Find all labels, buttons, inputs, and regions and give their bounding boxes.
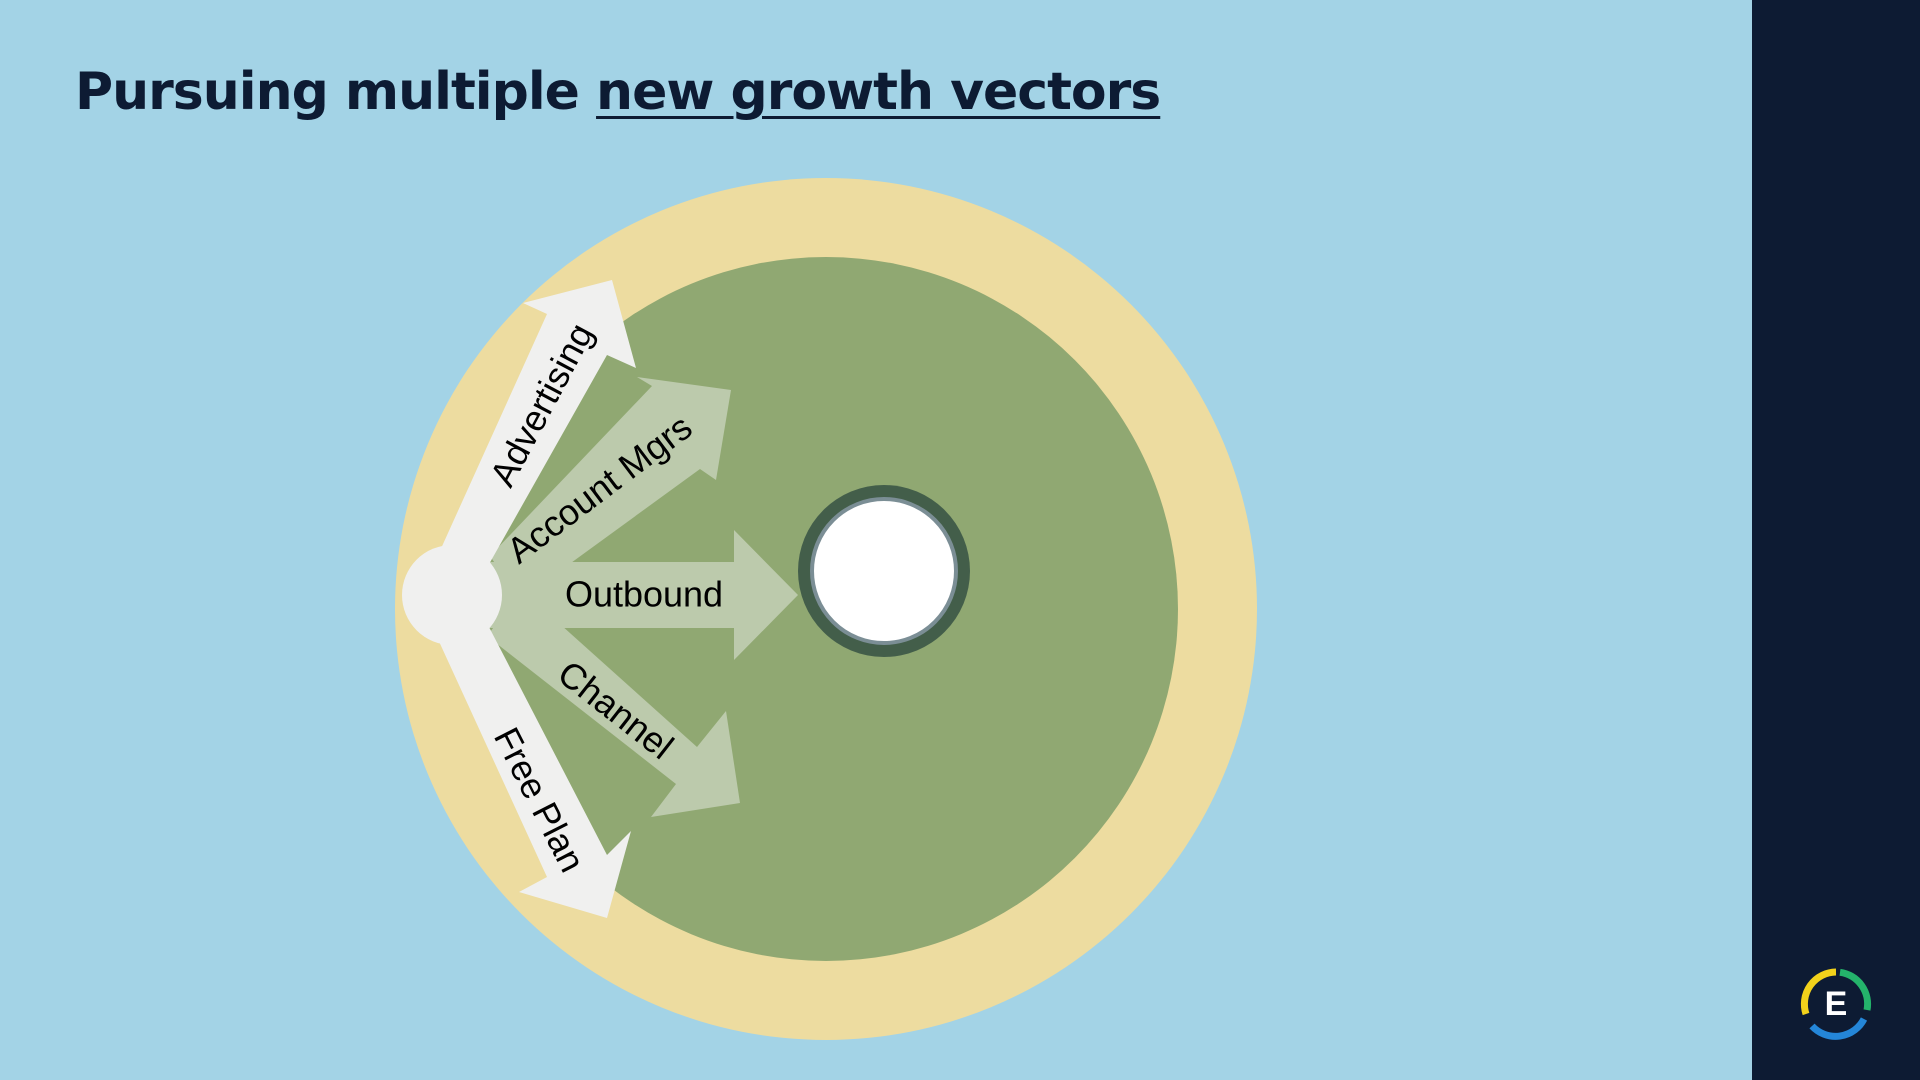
- brand-logo-icon: E: [1800, 968, 1872, 1040]
- target-center: [810, 497, 958, 645]
- free-plan-arrow: [420, 600, 631, 918]
- growth-vectors-diagram: Advertising Account Mgrs Outbound Channe…: [395, 178, 1257, 1040]
- right-side-panel: [1752, 0, 1920, 1080]
- channel-arrow: [487, 590, 740, 817]
- title-highlight: new growth vectors: [596, 62, 1161, 122]
- page-title: Pursuing multiple new growth vectors: [75, 62, 1161, 122]
- outbound-label: Outbound: [565, 574, 723, 615]
- vector-origin: [402, 545, 502, 645]
- logo-letter: E: [1825, 985, 1848, 1023]
- advertising-arrow: [420, 280, 636, 595]
- account-mgrs-arrow: [490, 377, 731, 600]
- title-prefix: Pursuing multiple: [75, 62, 597, 122]
